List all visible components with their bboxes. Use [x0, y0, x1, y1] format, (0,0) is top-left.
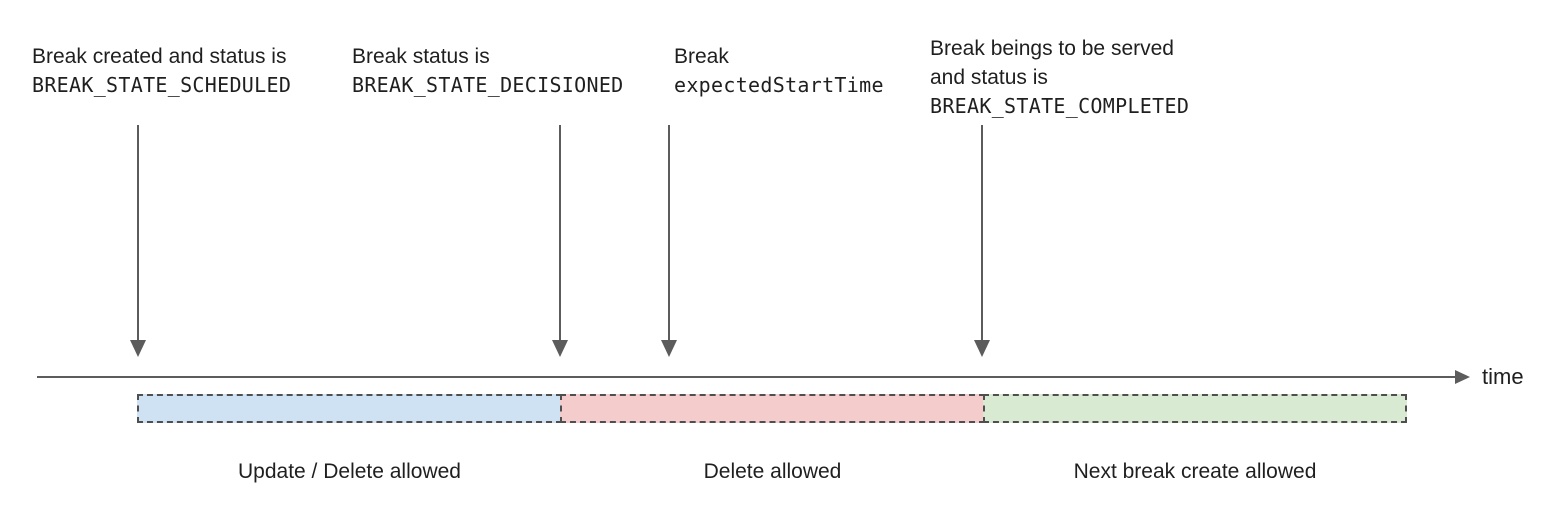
segment-delete-allowed [560, 394, 985, 423]
segment-next-break-create-allowed [983, 394, 1407, 423]
arrow-shaft [981, 125, 983, 340]
arrow-head [661, 340, 677, 357]
down-arrow-icon [129, 125, 147, 357]
arrow-head [130, 340, 146, 357]
annotation-text: and status is [930, 66, 1048, 89]
right-arrow-icon [1455, 370, 1470, 384]
annotation-code: BREAK_STATE_COMPLETED [930, 94, 1190, 118]
down-arrow-icon [551, 125, 569, 357]
annotation-text: Break [674, 45, 729, 68]
annotation-code: expectedStartTime [674, 73, 884, 97]
annotation-text: Break created and status is [32, 45, 287, 68]
down-arrow-icon [660, 125, 678, 357]
annotation-code: BREAK_STATE_SCHEDULED [32, 73, 292, 97]
annotation-text: Break status is [352, 45, 490, 68]
arrow-shaft [559, 125, 561, 340]
arrow-head [552, 340, 568, 357]
arrow-shaft [668, 125, 670, 340]
down-arrow-icon [973, 125, 991, 357]
segment-label: Delete allowed [703, 460, 842, 483]
annotation-code: BREAK_STATE_DECISIONED [352, 73, 624, 97]
time-axis-line [37, 376, 1455, 378]
annotation-break-scheduled: Break created and status is BREAK_STATE_… [32, 42, 291, 100]
annotation-break-completed: Break beings to be served and status is … [930, 34, 1189, 121]
annotation-break-decisioned: Break status is BREAK_STATE_DECISIONED [352, 42, 624, 100]
arrow-head [974, 340, 990, 357]
segment-update-delete-allowed [137, 394, 562, 423]
arrow-shaft [137, 125, 139, 340]
time-axis-label: time [1482, 364, 1524, 389]
segment-label: Next break create allowed [1073, 460, 1317, 483]
segment-label: Update / Delete allowed [238, 460, 461, 483]
annotation-text: Break beings to be served [930, 37, 1174, 60]
annotation-expected-start-time: Break expectedStartTime [674, 42, 884, 100]
